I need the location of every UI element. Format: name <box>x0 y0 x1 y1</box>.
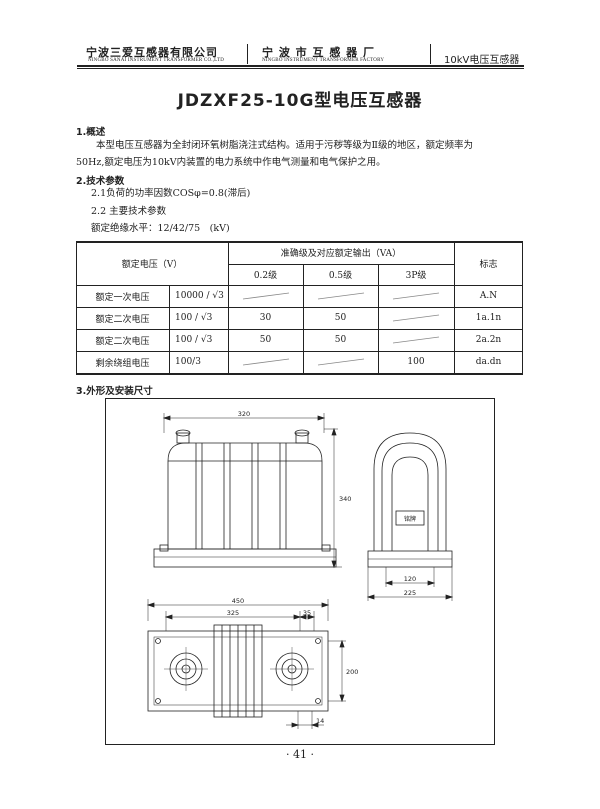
factory-name-en: NINGBO INSTRUMENT TRANSFORMER FACTORY <box>262 58 385 63</box>
section-heading-dimensions: 3.外形及安装尺寸 <box>76 386 153 397</box>
row-voltage: 100 / √3 <box>175 313 213 323</box>
cell-class-0-2 <box>228 285 303 307</box>
not-applicable-slash <box>392 314 440 322</box>
not-applicable-slash <box>242 292 289 300</box>
spec-insulation-level: 额定绝缘水平：12/42/75 (kV) <box>91 223 230 234</box>
not-applicable-slash <box>317 292 364 300</box>
dim-top-hole: 14 <box>316 717 324 725</box>
not-applicable-slash <box>317 358 364 366</box>
cell-class-0-2: 30 <box>259 313 272 323</box>
row-voltage: 100 / √3 <box>175 335 213 345</box>
dim-top-right: 35 <box>303 609 311 617</box>
cell-class-0-2 <box>228 351 303 373</box>
dimension-drawing-svg: 320 340 120 225 铭牌 450 325 35 200 14 <box>146 410 454 729</box>
header-class-3p: 3P级 <box>405 271 427 281</box>
company-name-cn: 宁波三爱互感器有限公司 <box>86 46 218 59</box>
cell-class-0-5: 50 <box>334 313 347 323</box>
page-title: JDZXF25-10G型电压互感器 <box>177 91 423 111</box>
section-heading-overview: 1.概述 <box>76 127 106 138</box>
overview-line-2: 50Hz,额定电压为10kV内装置的电力系统中作电气测量和电气保护之用。 <box>76 157 386 168</box>
row-name: 额定二次电压 <box>95 336 150 347</box>
dim-front-width: 320 <box>238 410 250 418</box>
row-mark: A.N <box>479 291 498 301</box>
row-mark: 1a.1n <box>475 313 502 323</box>
factory-name-cn: 宁 波 市 互 感 器 厂 <box>262 46 375 59</box>
cell-class-3p <box>378 285 454 307</box>
spec-power-factor: 2.1负荷的功率因数COSφ=0.8(滞后) <box>91 188 251 199</box>
header-rated-voltage: 额定电压（V） <box>121 259 183 270</box>
header-divider <box>247 44 248 64</box>
company-name-en: NINGBO SANAI INSTRUMENT TRANSFORMER CO.,… <box>88 58 225 63</box>
header-mark: 标志 <box>479 259 498 270</box>
side-view <box>366 432 454 601</box>
header-divider <box>430 44 431 64</box>
row-mark: da.dn <box>475 357 502 367</box>
not-applicable-slash <box>392 292 440 300</box>
header-accuracy-output: 准确级及对应额定输出（VA） <box>280 249 402 259</box>
cell-class-3p <box>378 307 454 329</box>
nameplate-label: 铭牌 <box>404 515 416 523</box>
header-class-0-2: 0.2级 <box>253 271 278 281</box>
product-category: 10kV电压互感器 <box>444 55 520 66</box>
dim-top-span: 325 <box>227 609 239 617</box>
top-view <box>146 599 346 729</box>
overview-line-1: 本型电压互感器为全封闭环氧树脂浇注式结构。适用于污秽等级为Ⅱ级的地区，额定频率为 <box>96 140 473 151</box>
dim-top-depth: 200 <box>346 668 358 676</box>
cell-class-0-5 <box>303 351 378 373</box>
dim-side-outer: 225 <box>404 589 416 597</box>
page-number: · 41 · <box>286 748 314 761</box>
row-voltage: 100/3 <box>175 357 201 367</box>
outline-drawing: 320 340 120 225 铭牌 450 325 35 200 14 <box>105 398 495 745</box>
section-heading-specs: 2.技术参数 <box>76 176 125 187</box>
row-voltage: 10000 / √3 <box>175 291 224 301</box>
header-rule <box>77 65 524 67</box>
row-name: 额定一次电压 <box>95 292 150 303</box>
spec-main-params: 2.2 主要技术参数 <box>91 206 167 217</box>
dim-side-inner: 120 <box>404 575 416 583</box>
cell-class-3p <box>378 329 454 351</box>
dim-top-total: 450 <box>232 597 244 605</box>
cell-class-0-5: 50 <box>334 335 347 345</box>
dim-front-height: 340 <box>339 495 351 503</box>
row-mark: 2a.2n <box>475 335 502 345</box>
row-name: 剩余绕组电压 <box>95 358 150 369</box>
cell-class-3p: 100 <box>407 357 425 367</box>
cell-class-0-2: 50 <box>259 335 272 345</box>
not-applicable-slash <box>392 336 440 344</box>
header-class-0-5: 0.5级 <box>328 271 353 281</box>
not-applicable-slash <box>242 358 289 366</box>
header-rule <box>77 68 524 69</box>
row-name: 额定二次电压 <box>95 314 150 325</box>
cell-class-0-5 <box>303 285 378 307</box>
front-view <box>153 413 342 569</box>
spec-table: 额定电压（V） 准确级及对应额定输出（VA） 标志 0.2级 0.5级 3P级 … <box>76 241 523 375</box>
